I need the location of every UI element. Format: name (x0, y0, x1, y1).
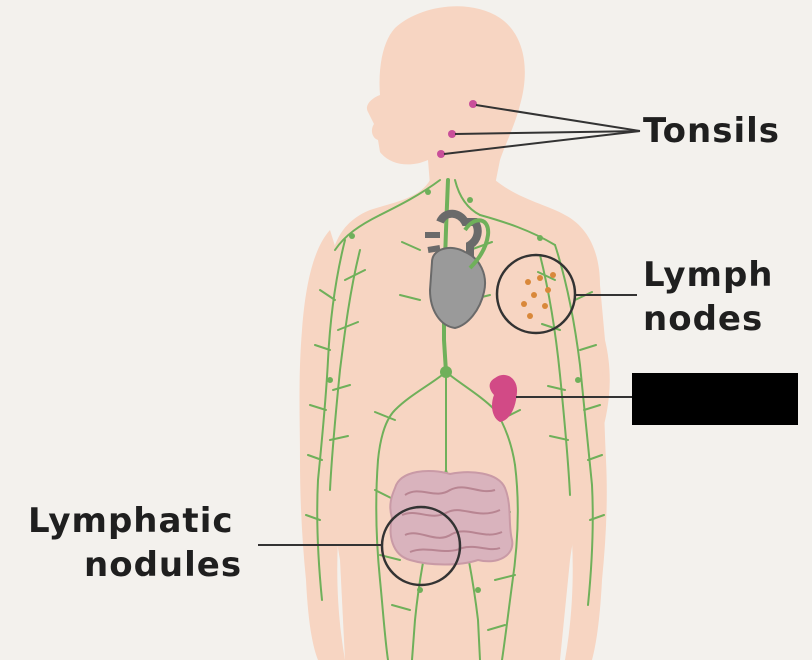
vessel-branches (399, 241, 493, 301)
lymph-node-dot (527, 313, 533, 319)
head-silhouette (366, 6, 525, 186)
vessel (316, 239, 346, 601)
tonsil-dot (448, 130, 456, 138)
lymph-node-dot (545, 287, 551, 293)
lymph-node-dot (525, 279, 531, 285)
tonsil-leader-1 (475, 104, 641, 132)
redacted-label-box (632, 373, 798, 425)
lymph-node-dot (550, 272, 556, 278)
vessel (334, 214, 381, 251)
vessel (479, 214, 556, 246)
tonsils-label: Tonsils (643, 111, 781, 151)
intestine-icon (389, 469, 514, 566)
left-arm-silhouette (299, 230, 352, 660)
vessel-branches (305, 289, 336, 521)
tonsil-leader-3 (443, 130, 641, 155)
lymph-nodes-label-line2: nodes (643, 299, 764, 339)
vessel-node (417, 587, 423, 593)
vessel (329, 249, 361, 491)
tonsil-dot (437, 150, 445, 158)
vessel (454, 179, 481, 216)
vessel-node (425, 189, 431, 195)
vessel-branches (329, 269, 366, 441)
tonsil-dot (469, 100, 477, 108)
lymphatic-nodules-label-line1: Lymphatic (28, 501, 234, 541)
lymph-node-dot (521, 301, 527, 307)
tonsil-leader-2 (454, 130, 641, 135)
vessel (375, 459, 389, 660)
tonsil-dots (437, 100, 477, 158)
vessel (377, 371, 447, 461)
vessel-node (475, 587, 481, 593)
vessel-node (575, 377, 581, 383)
lymph-node-dots (521, 272, 556, 319)
lymph-nodes-label-line1: Lymph (643, 255, 774, 295)
vessel-node (537, 235, 543, 241)
lymphatic-nodules-label-line2: nodules (84, 545, 243, 585)
heart-icon (425, 209, 491, 330)
body-silhouette (299, 6, 610, 660)
spleen-icon (489, 374, 518, 422)
torso-silhouette (315, 180, 610, 660)
vessel-node (467, 197, 473, 203)
vessel (501, 464, 519, 660)
vessel-node (327, 377, 333, 383)
vessel-node (349, 233, 355, 239)
vessel (554, 244, 594, 606)
cisterna-chyli (440, 366, 452, 378)
leader-lines (258, 104, 641, 546)
vessel (379, 179, 441, 216)
lymph-node-dot (542, 303, 548, 309)
vessel-branches (537, 271, 569, 441)
right-arm-silhouette (555, 230, 607, 660)
lymph-node-dot (537, 275, 543, 281)
lymph-node-dot (531, 292, 537, 298)
